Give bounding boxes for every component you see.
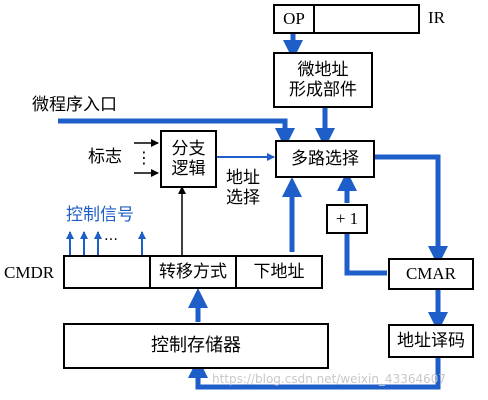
flags-label: 标志 xyxy=(88,147,122,167)
branch-logic-line1: 分支 xyxy=(171,138,206,159)
cmdr-control-field xyxy=(63,255,151,289)
branch-logic: 分支 逻辑 xyxy=(160,130,217,188)
address-decoder: 地址译码 xyxy=(388,324,474,358)
wire-entry-to-mux xyxy=(58,118,295,148)
multiplexer: 多路选择 xyxy=(275,140,375,178)
wire-decoder-to-store xyxy=(188,357,441,390)
micro-address-generator: 微地址 形成部件 xyxy=(273,52,373,108)
control-store: 控制存储器 xyxy=(63,323,329,369)
increment-unit: + 1 xyxy=(326,204,368,234)
transfer-mode-label: 转移方式 xyxy=(159,261,227,282)
address-select-label: 地址 选择 xyxy=(226,168,260,209)
micro-address-generator-line1: 微地址 xyxy=(297,59,349,80)
micro-address-generator-line2: 形成部件 xyxy=(289,80,357,100)
ir-register-field xyxy=(313,4,420,34)
wire-cmar-to-plus1 xyxy=(344,233,387,276)
cmar-label: CMAR xyxy=(405,263,457,283)
control-signals-dots: … xyxy=(104,228,118,244)
control-signals-label: 控制信号 xyxy=(66,205,134,225)
watermark-text: https://blog.csdn.net/weixin_43364607 xyxy=(212,372,447,386)
next-address-label: 下地址 xyxy=(253,261,305,282)
address-decoder-label: 地址译码 xyxy=(397,330,465,351)
ir-op-field: OP xyxy=(273,4,315,34)
ir-label: IR xyxy=(428,8,445,27)
increment-label: + 1 xyxy=(335,208,359,228)
flags-dots: ⋮ xyxy=(136,148,152,167)
cmdr-label: CMDR xyxy=(4,263,55,282)
ir-op-label: OP xyxy=(283,8,305,28)
wire-mux-to-cmar xyxy=(374,154,448,266)
multiplexer-label: 多路选择 xyxy=(291,148,359,169)
address-select-line1: 地址 xyxy=(226,168,260,188)
cmdr-transfer-mode-field: 转移方式 xyxy=(149,255,237,289)
cmdr-next-address-field: 下地址 xyxy=(235,255,323,289)
micro-program-entry-label: 微程序入口 xyxy=(32,95,117,115)
control-store-label: 控制存储器 xyxy=(151,335,241,357)
branch-logic-line2: 逻辑 xyxy=(171,159,206,179)
cmar-register: CMAR xyxy=(388,258,474,290)
address-select-line2: 选择 xyxy=(226,188,260,209)
